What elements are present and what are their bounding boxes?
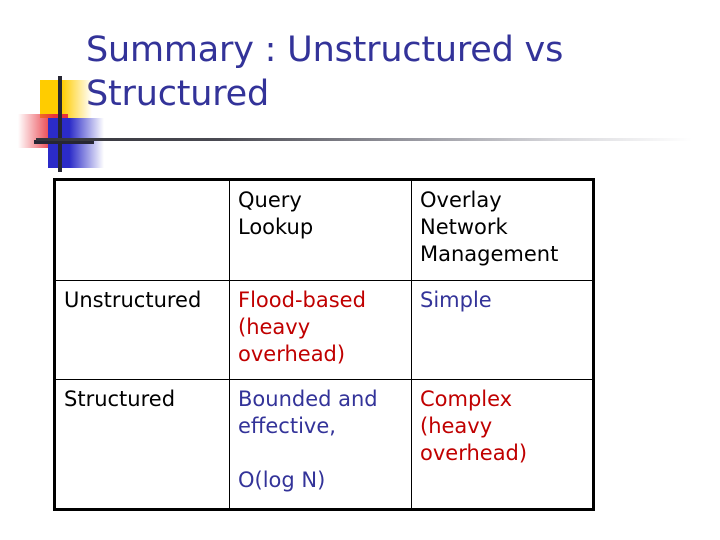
yellow-square-icon (40, 80, 92, 118)
crosshair-vertical-line-icon (58, 76, 62, 172)
cell-unstructured-query-lookup: Flood-based (heavy overhead) (229, 279, 412, 381)
table-header-row: Query Lookup Overlay Network Management (54, 179, 594, 281)
row-label-structured: Structured (54, 379, 230, 510)
cell-structured-query-lookup: Bounded and effective, O(log N) (229, 379, 412, 510)
comparison-table: Query Lookup Overlay Network Management … (53, 178, 595, 511)
crosshair-horizontal-line-icon (34, 140, 94, 144)
page-title: Summary : Unstructured vs Structured (86, 30, 564, 114)
row-label-unstructured: Unstructured (54, 279, 230, 381)
table-row: Unstructured Flood-based (heavy overhead… (54, 279, 594, 381)
column-header-overlay-network-management: Overlay Network Management (411, 179, 594, 281)
table-corner-cell (54, 179, 230, 281)
column-header-query-lookup: Query Lookup (229, 179, 412, 281)
cell-unstructured-overlay-management: Simple (411, 279, 594, 381)
cell-structured-overlay-management: Complex (heavy overhead) (411, 379, 594, 510)
title-divider (36, 138, 692, 141)
table-row: Structured Bounded and effective, O(log … (54, 379, 594, 510)
decorative-motif (18, 76, 104, 172)
